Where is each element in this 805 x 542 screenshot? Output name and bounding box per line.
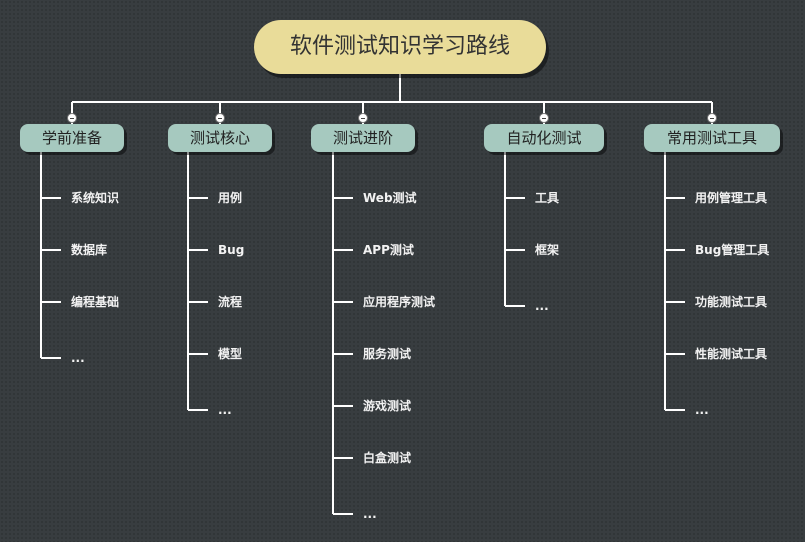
- leaf-item[interactable]: 性能测试工具: [695, 347, 768, 361]
- leaf-item[interactable]: 功能测试工具: [695, 295, 768, 309]
- leaf-item[interactable]: 数据库: [71, 243, 108, 257]
- leaf-item[interactable]: 模型: [218, 347, 243, 361]
- leaf-item[interactable]: 系统知识: [71, 191, 120, 205]
- leaf-item[interactable]: 游戏测试: [363, 399, 412, 413]
- leaf-item[interactable]: 白盒测试: [363, 451, 412, 465]
- collapse-toggle-icon[interactable]: [67, 113, 77, 123]
- branch-topic[interactable]: 学前准备: [20, 124, 124, 152]
- leaf-item[interactable]: Bug管理工具: [695, 243, 770, 257]
- leaf-item[interactable]: 编程基础: [71, 295, 120, 309]
- leaf-item[interactable]: ...: [535, 299, 549, 313]
- leaf-item[interactable]: 服务测试: [363, 347, 412, 361]
- root-topic[interactable]: 软件测试知识学习路线: [254, 20, 546, 74]
- leaf-item[interactable]: Web测试: [363, 191, 417, 205]
- leaf-item[interactable]: ...: [71, 351, 85, 365]
- leaf-item[interactable]: ...: [363, 507, 377, 521]
- branch-topic[interactable]: 测试核心: [168, 124, 272, 152]
- branch-topic[interactable]: 自动化测试: [484, 124, 604, 152]
- collapse-toggle-icon[interactable]: [539, 113, 549, 123]
- branch-topic[interactable]: 测试进阶: [311, 124, 415, 152]
- leaf-item[interactable]: Bug: [218, 243, 245, 257]
- collapse-toggle-icon[interactable]: [707, 113, 717, 123]
- leaf-item[interactable]: APP测试: [363, 243, 414, 257]
- leaf-item[interactable]: 框架: [535, 243, 560, 257]
- collapse-toggle-icon[interactable]: [358, 113, 368, 123]
- branch-topic[interactable]: 常用测试工具: [644, 124, 780, 152]
- leaf-item[interactable]: 工具: [535, 191, 560, 205]
- leaf-item[interactable]: 应用程序测试: [363, 295, 436, 309]
- leaf-item[interactable]: ...: [218, 403, 232, 417]
- leaf-item[interactable]: 流程: [218, 295, 243, 309]
- collapse-toggle-icon[interactable]: [215, 113, 225, 123]
- leaf-item[interactable]: 用例管理工具: [695, 191, 768, 205]
- leaf-item[interactable]: 用例: [218, 191, 243, 205]
- leaf-item[interactable]: ...: [695, 403, 709, 417]
